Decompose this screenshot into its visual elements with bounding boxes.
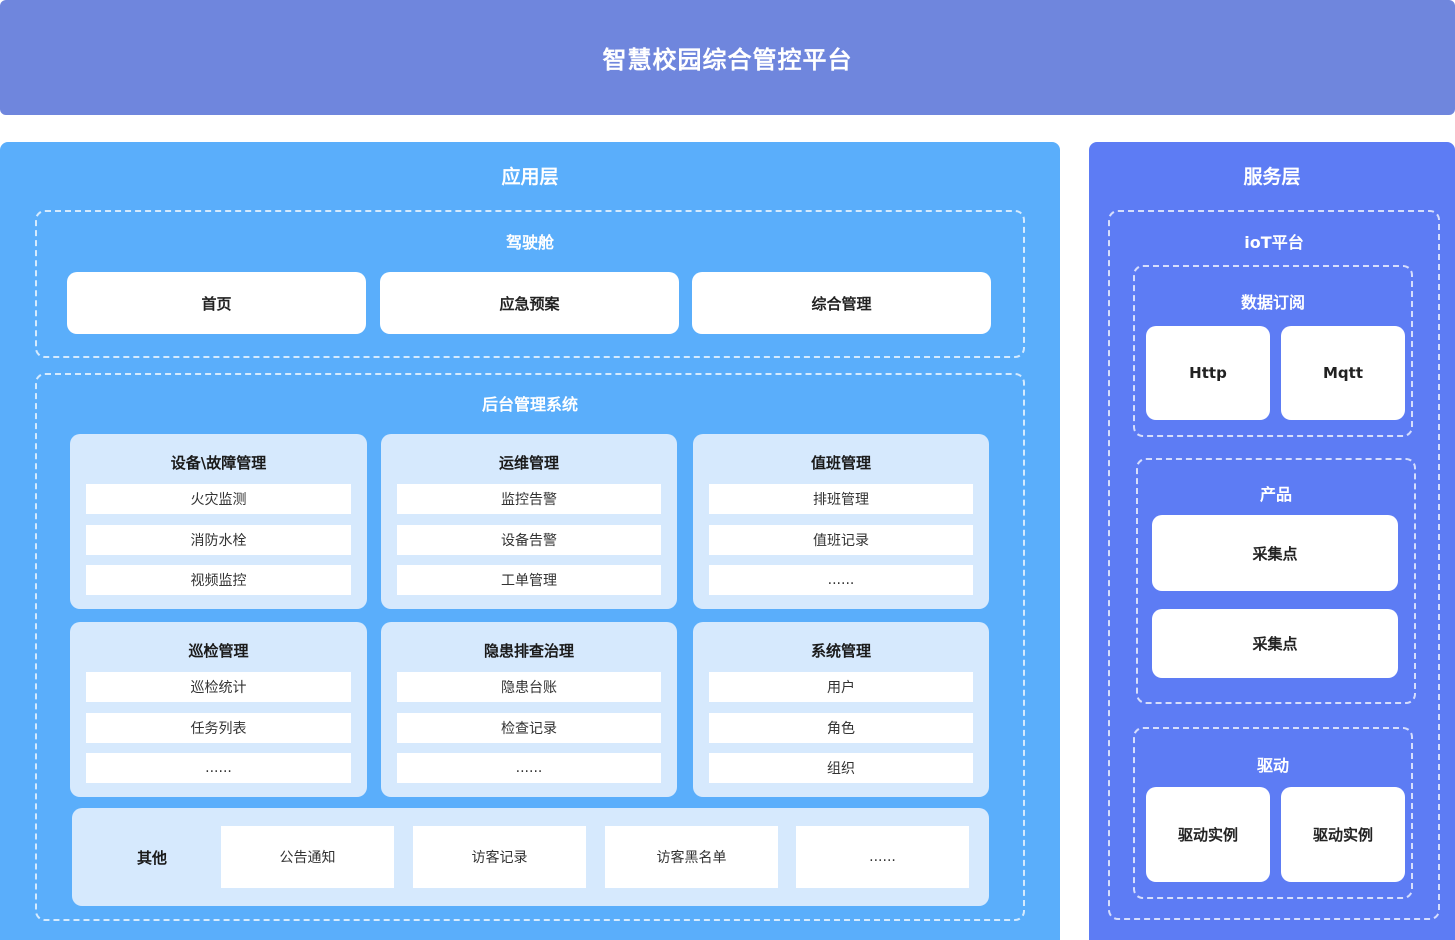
module-item[interactable]: 隐患台账 [397, 672, 661, 702]
platform-title: 智慧校园综合管控平台 [602, 46, 853, 74]
module-item[interactable]: ...... [397, 753, 661, 783]
module-device-fault: 设备\故障管理 火灾监测 消防水栓 视频监控 [70, 434, 367, 609]
module-item[interactable]: 组织 [709, 753, 973, 783]
module-item[interactable]: 设备告警 [397, 525, 661, 555]
module-item[interactable]: ...... [86, 753, 351, 783]
backend-group [35, 373, 1025, 921]
module-item[interactable]: 监控告警 [397, 484, 661, 514]
module-item[interactable]: 用户 [709, 672, 973, 702]
driver-title: 驱动 [1256, 756, 1289, 775]
module-item[interactable]: 检查记录 [397, 713, 661, 743]
iot-platform-group [1108, 210, 1440, 920]
module-title: 值班管理 [810, 454, 871, 472]
driver-instance-button[interactable]: 驱动实例 [1146, 787, 1270, 882]
product-title: 产品 [1259, 485, 1292, 504]
cockpit-group [35, 210, 1025, 358]
module-title: 巡检管理 [188, 642, 249, 660]
module-system: 系统管理 用户 角色 组织 [693, 622, 989, 797]
cockpit-emergency-plan-button[interactable]: 应急预案 [380, 272, 679, 334]
module-title: 系统管理 [810, 642, 871, 660]
other-label: 其他 [136, 848, 167, 867]
cockpit-home-button[interactable]: 首页 [67, 272, 366, 334]
module-hazard-governance: 隐患排查治理 隐患台账 检查记录 ...... [381, 622, 677, 797]
module-item[interactable]: 值班记录 [709, 525, 973, 555]
module-title: 设备\故障管理 [170, 454, 267, 472]
module-title: 运维管理 [498, 454, 559, 472]
module-item[interactable]: 任务列表 [86, 713, 351, 743]
cockpit-integrated-management-button[interactable]: 综合管理 [692, 272, 991, 334]
collection-point-button[interactable]: 采集点 [1152, 515, 1398, 591]
iot-platform-title: ioT平台 [1244, 233, 1304, 252]
collection-point-button[interactable]: 采集点 [1152, 609, 1398, 678]
application-layer-title: 应用层 [501, 166, 559, 188]
module-item[interactable]: ...... [709, 565, 973, 595]
module-item[interactable]: 巡检统计 [86, 672, 351, 702]
other-item[interactable]: 公告通知 [221, 826, 394, 888]
module-item[interactable]: 排班管理 [709, 484, 973, 514]
other-item[interactable]: 访客黑名单 [605, 826, 778, 888]
module-item[interactable]: 视频监控 [86, 565, 351, 595]
service-layer-title: 服务层 [1243, 166, 1301, 188]
mqtt-button[interactable]: Mqtt [1281, 326, 1405, 420]
module-item[interactable]: 消防水栓 [86, 525, 351, 555]
module-duty: 值班管理 排班管理 值班记录 ...... [693, 434, 989, 609]
other-item[interactable]: 访客记录 [413, 826, 586, 888]
http-button[interactable]: Http [1146, 326, 1270, 420]
module-inspection: 巡检管理 巡检统计 任务列表 ...... [70, 622, 367, 797]
module-title: 隐患排查治理 [483, 642, 574, 660]
module-other: 其他 公告通知 访客记录 访客黑名单 ...... [72, 808, 989, 906]
module-operations: 运维管理 监控告警 设备告警 工单管理 [381, 434, 677, 609]
data-subscription-group [1133, 265, 1413, 437]
driver-group [1133, 727, 1413, 899]
driver-instance-button[interactable]: 驱动实例 [1281, 787, 1405, 882]
data-subscription-title: 数据订阅 [1240, 293, 1305, 312]
module-item[interactable]: 火灾监测 [86, 484, 351, 514]
cockpit-title: 驾驶舱 [505, 233, 554, 252]
backend-title: 后台管理系统 [481, 395, 578, 414]
module-item[interactable]: 工单管理 [397, 565, 661, 595]
module-item[interactable]: 角色 [709, 713, 973, 743]
other-item[interactable]: ...... [796, 826, 969, 888]
product-group [1136, 458, 1416, 704]
platform-title-bar: 智慧校园综合管控平台 [0, 0, 1455, 115]
